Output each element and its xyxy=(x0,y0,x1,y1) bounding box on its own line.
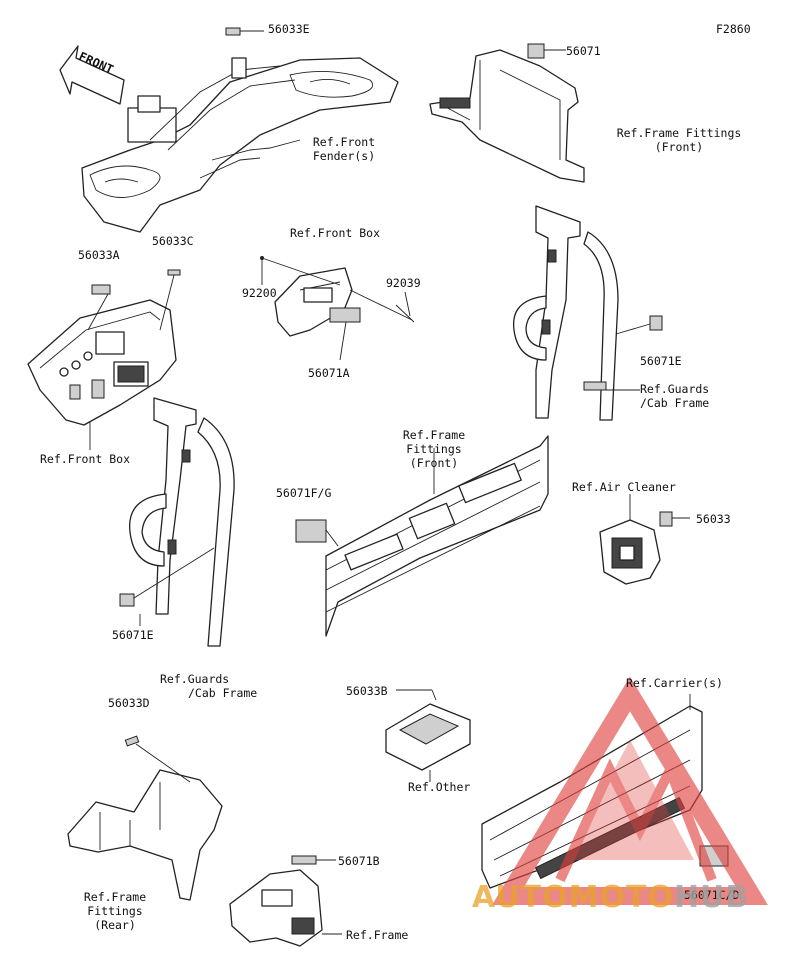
front-box-panel-part xyxy=(27,269,181,450)
ref-frame-label: Ref.Frame xyxy=(346,928,409,942)
part-92200-label: 92200 xyxy=(242,286,277,300)
front-fender-floor-part xyxy=(81,27,399,233)
part-56071a-label: 56071A xyxy=(308,366,350,380)
part-56071cd-label: 56071C/D xyxy=(684,888,740,902)
part-56033a-label: 56033A xyxy=(78,248,120,262)
ref-front-box-top-label: Ref.Front Box xyxy=(290,226,381,240)
ref-other-label: Ref.Other xyxy=(408,780,471,794)
part-56033c-label: 56033C xyxy=(152,234,194,248)
part-56033e-label: 56033E xyxy=(268,22,310,36)
figure-code: F2860 xyxy=(716,22,751,36)
part-56071fg-label: 56071F/G xyxy=(276,486,332,500)
part-92039-label: 92039 xyxy=(386,276,421,290)
part-56071e-right-label: 56071E xyxy=(640,354,682,368)
part-56033b-label: 56033B xyxy=(346,684,388,698)
frame-fittings-rear-part xyxy=(67,735,223,901)
ref-frame-fittings-front-top-label: Ref.Frame Fittings (Front) xyxy=(616,126,742,154)
ref-front-fender-label: Ref.Front Fender(s) xyxy=(312,135,376,163)
part-56071e-left-label: 56071E xyxy=(112,628,154,642)
ref-frame-fittings-rear-label: Ref.Frame Fittings (Rear) xyxy=(83,890,147,932)
ref-guards-left-label: Ref.Guards /Cab Frame xyxy=(160,672,258,700)
front-box-lid-part xyxy=(260,256,415,361)
air-cleaner-part xyxy=(599,494,690,585)
ref-front-box-label: Ref.Front Box xyxy=(40,452,131,466)
guard-cab-frame-right-part xyxy=(512,205,663,421)
part-56033-label: 56033 xyxy=(696,512,731,526)
frame-bracket-part xyxy=(229,855,342,947)
front-direction-arrow-icon xyxy=(59,45,125,105)
guard-cab-frame-left-part xyxy=(119,397,235,647)
ref-carriers-label: Ref.Carrier(s) xyxy=(626,676,723,690)
part-56071b-label: 56071B xyxy=(338,854,380,868)
frame-fittings-front-top-part xyxy=(429,43,585,183)
ref-frame-fittings-front-mid-label: Ref.Frame Fittings (Front) xyxy=(402,428,466,470)
ref-guards-right-label: Ref.Guards /Cab Frame xyxy=(640,382,710,410)
part-56033d-label: 56033D xyxy=(108,696,150,710)
other-cover-part xyxy=(385,689,471,782)
frame-fittings-front-panel-part xyxy=(295,435,549,637)
watermark-text: AUTOMOTOHUB xyxy=(472,880,750,915)
ref-air-cleaner-label: Ref.Air Cleaner xyxy=(572,480,676,494)
part-56071-label: 56071 xyxy=(566,44,601,58)
watermark-logo-icon xyxy=(492,676,768,905)
